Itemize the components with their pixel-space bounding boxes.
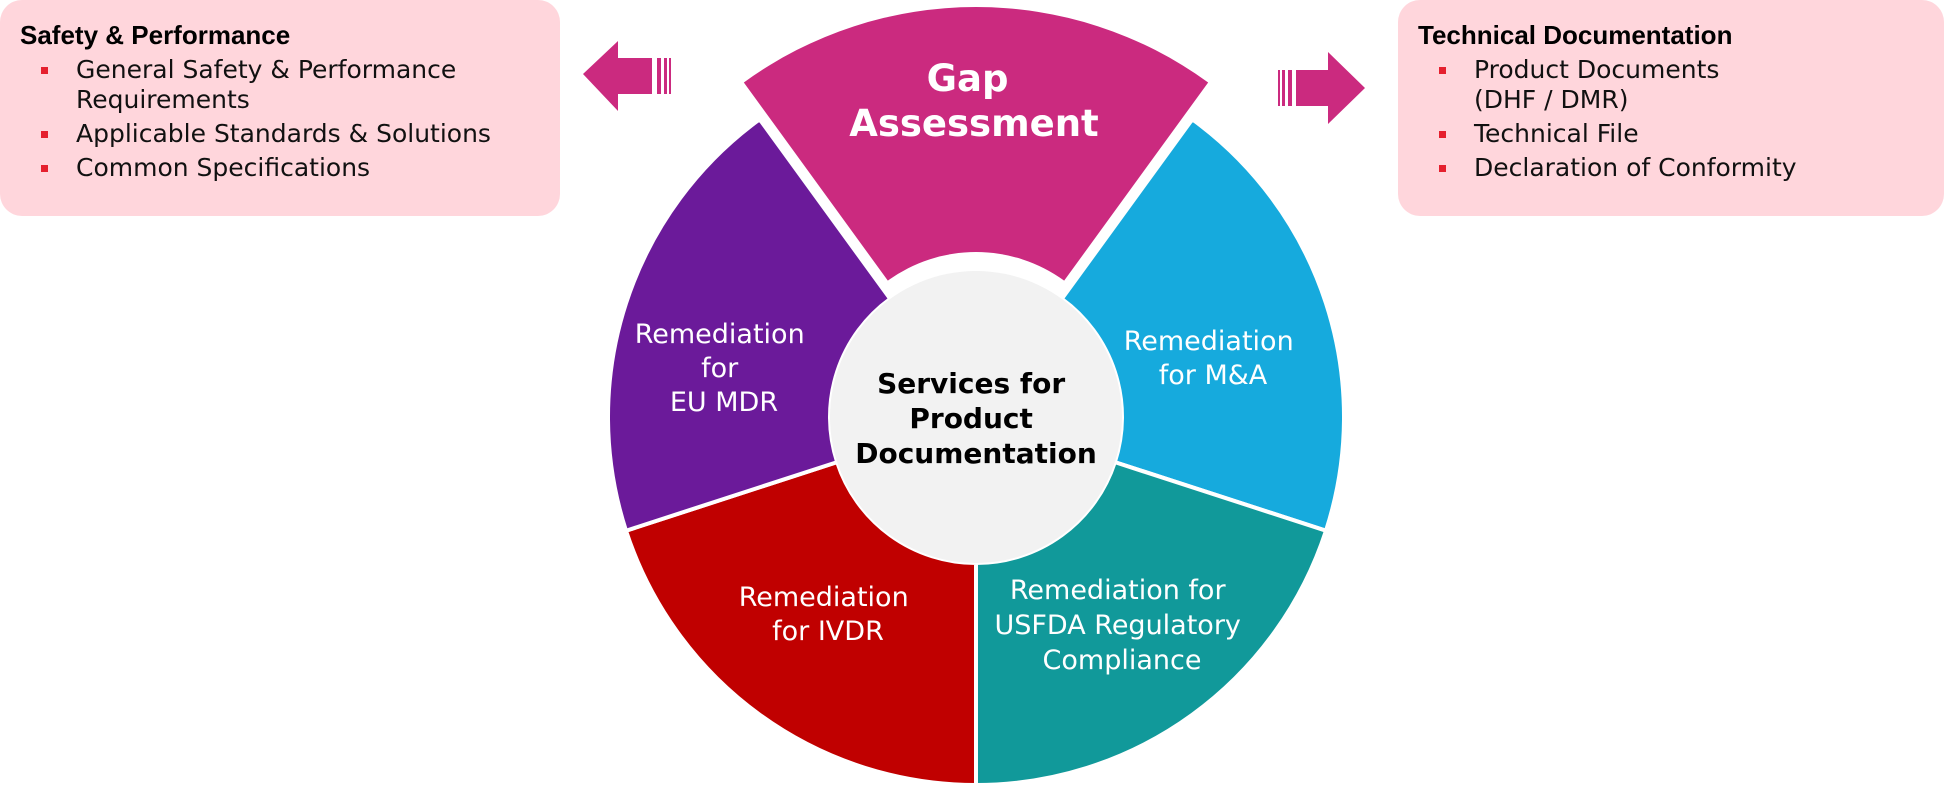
bullet-icon [41,67,48,74]
bullet-icon [1439,67,1446,74]
list-item: Applicable Standards & Solutions [20,119,540,149]
technical-documentation-title: Technical Documentation [1418,20,1733,50]
list-item: Technical File [1418,119,1924,149]
arrow-right-icon [1278,52,1365,124]
list-item: Declaration of Conformity [1418,153,1924,183]
gap-assessment-label: Gap Assessment [849,57,1099,145]
bullet-icon [1439,165,1446,172]
list-item-text: Declaration of Conformity [1474,153,1797,182]
center-disc [830,271,1122,563]
bullet-icon [41,165,48,172]
list-item: Common Specifications [20,153,540,183]
bullet-icon [41,131,48,138]
safety-performance-box: Safety & Performance General Safety & Pe… [0,0,560,216]
safety-performance-list: General Safety & Performance Requirement… [20,55,540,183]
technical-documentation-box: Technical Documentation Product Document… [1398,0,1944,216]
safety-performance-title: Safety & Performance [20,20,291,50]
list-item: General Safety & Performance Requirement… [20,55,540,115]
technical-documentation-list: Product Documents (DHF / DMR) Technical … [1418,55,1924,183]
remediation-ivdr-label: Remediation for IVDR [739,582,918,647]
remediation-ma-label: Remediation for M&A [1124,326,1303,391]
gap-assessment-segment [743,7,1209,281]
remediation-usfda-label: Remediation for USFDA Regulatory Complia… [994,575,1249,676]
list-item-text: Requirements [76,85,250,114]
list-item-text: Common Specifications [76,153,371,182]
list-item-text: Applicable Standards & Solutions [76,119,491,148]
list-item-text: Technical File [1474,119,1639,148]
bullet-icon [1439,131,1446,138]
remediation-eu-mdr-label: Remediation for EU MDR [635,319,814,418]
list-item-text: Product Documents [1474,55,1720,84]
list-item-text: General Safety & Performance [76,55,457,84]
arrow-left-icon [583,41,671,111]
center-title: Services for Product Documentation [855,367,1097,470]
list-item-text: (DHF / DMR) [1474,85,1629,114]
list-item: Product Documents (DHF / DMR) [1418,55,1924,115]
